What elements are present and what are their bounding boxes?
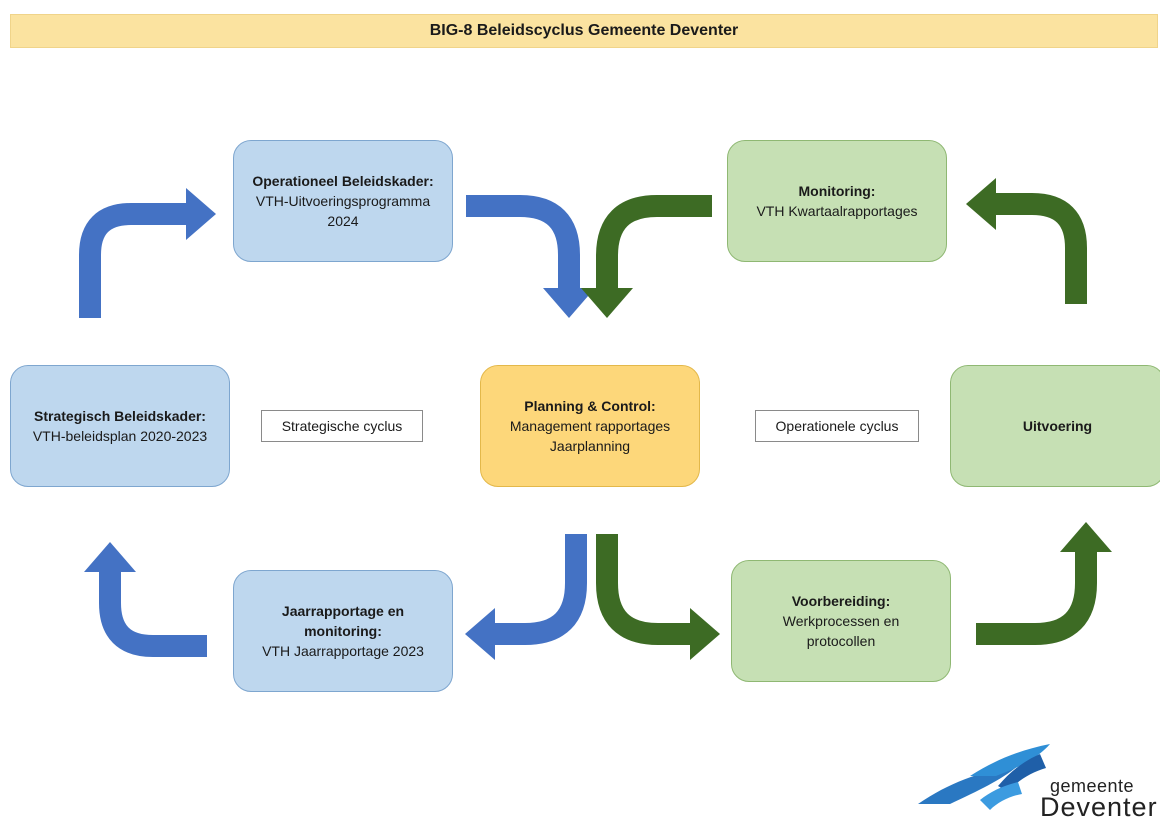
operationeel-line-2: 2024 (327, 213, 359, 229)
planning-control-box: Planning & Control: Management rapportag… (480, 365, 700, 487)
arrow-jaarrapportage-to-strategisch-head (84, 542, 136, 572)
strategisch-line-1: VTH-beleidsplan 2020-2023 (32, 428, 208, 444)
arrow-operationeel-to-planning-band (466, 195, 580, 288)
strategisch-beleidskader-box: Strategisch Beleidskader: VTH-beleidspla… (10, 365, 230, 487)
planning-head: Planning & Control: (524, 398, 656, 414)
voorbereiding-box: Voorbereiding: Werkprocessen en protocol… (731, 560, 951, 682)
strategische-cyclus-label: Strategische cyclus (261, 410, 423, 442)
arrow-jaarrapportage-to-strategisch-band (99, 572, 207, 657)
operationele-cyclus-label: Operationele cyclus (755, 410, 919, 442)
monitoring-head: Monitoring: (798, 183, 876, 199)
operationeel-beleidskader-box: Operationeel Beleidskader: VTH-Uitvoerin… (233, 140, 453, 262)
jaarrapportage-head: Jaarrapportage en monitoring: (281, 603, 405, 639)
jaarrapportage-box: Jaarrapportage en monitoring: VTH Jaarra… (233, 570, 453, 692)
jaarrapportage-line-1: VTH Jaarrapportage 2023 (262, 643, 424, 659)
arrow-monitoring-to-planning-band (596, 195, 712, 288)
arrow-planning-to-jaarrapportage-band (495, 534, 587, 645)
arrow-operationeel-to-planning-head (543, 288, 595, 318)
voorbereiding-head: Voorbereiding: (791, 593, 891, 609)
page-title: BIG-8 Beleidscyclus Gemeente Deventer (10, 14, 1158, 48)
arrow-strategisch-to-operationeel-band (79, 203, 186, 318)
arrow-uitvoering-to-monitoring-band (996, 193, 1087, 304)
arrow-planning-to-voorbereiding-head (690, 608, 720, 660)
arrow-planning-to-jaarrapportage-head (465, 608, 495, 660)
arrow-strategisch-to-operationeel-head (186, 188, 216, 240)
logo-text-gemeente: gemeente (1050, 776, 1135, 796)
arrow-uitvoering-to-monitoring-head (966, 178, 996, 230)
operationeel-head: Operationeel Beleidskader: (252, 173, 434, 189)
deventer-logo-icon (918, 744, 1050, 810)
uitvoering-box: Uitvoering (950, 365, 1160, 487)
arrow-voorbereiding-to-uitvoering-band (976, 552, 1097, 645)
planning-line-2: Jaarplanning (549, 438, 631, 454)
strategisch-head: Strategisch Beleidskader: (34, 408, 206, 424)
planning-line-1: Management rapportages (509, 418, 671, 434)
uitvoering-head: Uitvoering (1022, 418, 1093, 434)
arrow-voorbereiding-to-uitvoering-head (1060, 522, 1112, 552)
monitoring-box: Monitoring: VTH Kwartaalrapportages (727, 140, 947, 262)
voorbereiding-line-2: protocollen (806, 633, 876, 649)
arrow-monitoring-to-planning-head (581, 288, 633, 318)
operationeel-line-1: VTH-Uitvoeringsprogramma (255, 193, 431, 209)
logo-text-deventer: Deventer (1040, 792, 1158, 822)
arrow-planning-to-voorbereiding-band (596, 534, 690, 645)
voorbereiding-line-1: Werkprocessen en (782, 613, 900, 629)
monitoring-line-1: VTH Kwartaalrapportages (756, 203, 918, 219)
